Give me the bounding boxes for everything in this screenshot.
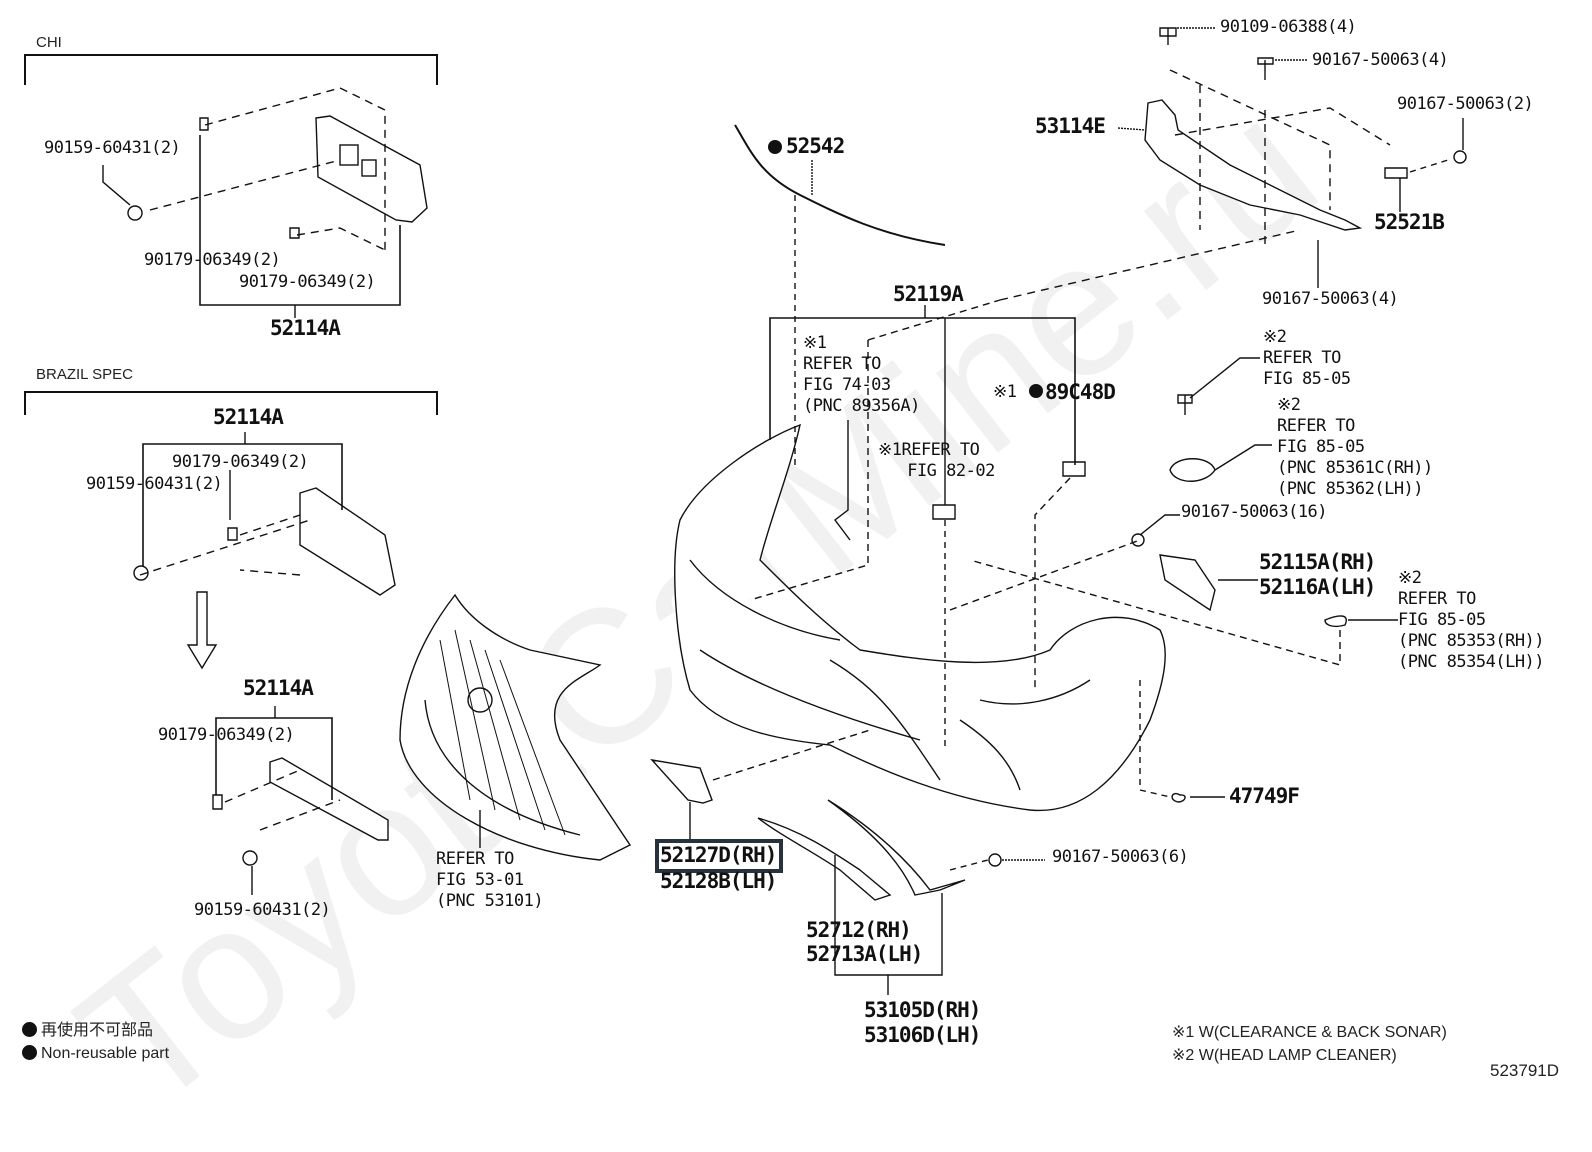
part-label[interactable]: 90159-60431(2) [86, 474, 223, 494]
part-label-52127D-selected[interactable]: 52127D(RH) [660, 843, 777, 867]
refer-note-fig-53-01[interactable]: REFER TO FIG 53-01 (PNC 53101) [436, 849, 544, 911]
non-reusable-dot-icon [22, 1022, 37, 1037]
license-plate-bracket-chi [102, 87, 428, 318]
part-label[interactable]: 90167-50063(4) [1312, 50, 1449, 70]
refer-note-fig-85-05-a[interactable]: ※2 REFER TO FIG 85-05 [1263, 327, 1351, 389]
refer-note-fig-85-05-c[interactable]: ※2 REFER TO FIG 85-05 (PNC 85353(RH)) (P… [1398, 568, 1545, 672]
brazil-section-bracket [24, 391, 438, 415]
part-label[interactable]: 90167-50063(6) [1052, 847, 1189, 867]
chi-section-bracket [24, 54, 438, 85]
assembly-label[interactable]: 52114A [213, 405, 284, 429]
part-label[interactable]: 90179-06349(2) [144, 250, 281, 270]
part-label-52542[interactable]: 52542 [786, 134, 845, 158]
part-label[interactable]: 90159-60431(2) [194, 900, 331, 920]
lower-trim-pieces [650, 729, 1045, 995]
part-label[interactable]: 90109-06388(4) [1220, 17, 1357, 37]
legend-nonreusable-en: Non-reusable part [22, 1043, 169, 1065]
part-label[interactable]: 90167-50063(4) [1262, 289, 1399, 309]
footnote-2: ※2 W(HEAD LAMP CLEANER) [1172, 1047, 1397, 1064]
bumper-reinforcement [999, 27, 1467, 301]
part-label-52521B[interactable]: 52521B [1374, 210, 1445, 234]
part-label-52128B[interactable]: 52128B(LH) [660, 869, 777, 893]
bumper-seal-strip [734, 124, 946, 470]
part-label[interactable]: 90179-06349(2) [158, 725, 295, 745]
non-reusable-dot-icon [22, 1045, 37, 1060]
part-label-47749F[interactable]: 47749F [1229, 784, 1300, 808]
part-label[interactable]: 90159-60431(2) [44, 138, 181, 158]
section-label-chi: CHI [36, 34, 62, 51]
part-label[interactable]: 90167-50063(2) [1397, 94, 1534, 114]
license-plate-bracket-brazil-top [133, 432, 396, 596]
part-label-52712[interactable]: 52712(RH) 52713A(LH) [806, 918, 923, 966]
refer-note-fig-82-02[interactable]: ※1REFER TO FIG 82-02 [878, 440, 995, 481]
part-label[interactable]: 90179-06349(2) [172, 452, 309, 472]
parts-diagram-drawing [24, 27, 1467, 995]
assembly-label[interactable]: 52114A [270, 316, 341, 340]
license-plate-bracket-brazil-bottom [212, 706, 389, 895]
non-reusable-marker-52542 [768, 140, 782, 154]
refer-note-fig-85-05-b[interactable]: ※2 REFER TO FIG 85-05 (PNC 85361C(RH)) (… [1277, 395, 1433, 499]
front-bumper-cover [674, 423, 1166, 812]
selected-part-highlight [655, 839, 783, 873]
part-label-52119A[interactable]: 52119A [893, 282, 964, 306]
assembly-label[interactable]: 52114A [243, 676, 314, 700]
part-label-53114E[interactable]: 53114E [1035, 114, 1106, 138]
part-label[interactable]: 90179-06349(2) [239, 272, 376, 292]
part-label-52115A[interactable]: 52115A(RH) 52116A(LH) [1259, 550, 1376, 599]
option-mark: ※1 [993, 382, 1017, 402]
radiator-grille [399, 593, 632, 861]
part-label[interactable]: 90167-50063(16) [1181, 502, 1328, 522]
legend-nonreusable-jp: 再使用不可部品 [22, 1020, 153, 1042]
down-arrow-icon [186, 591, 218, 670]
assembly-bracket-52119A [749, 299, 1086, 750]
non-reusable-marker-89C48D [1029, 384, 1043, 398]
side-retainers [949, 357, 1398, 803]
part-label-89C48D[interactable]: 89C48D [1045, 380, 1116, 404]
part-label-53105D[interactable]: 53105D(RH) 53106D(LH) [864, 998, 981, 1047]
section-label-brazil: BRAZIL SPEC [36, 366, 133, 383]
figure-id: 523791D [1490, 1061, 1560, 1080]
refer-note-fig-74-03[interactable]: ※1 REFER TO FIG 74-03 (PNC 89356A) [803, 333, 920, 416]
footnote-1: ※1 W(CLEARANCE & BACK SONAR) [1172, 1024, 1447, 1041]
